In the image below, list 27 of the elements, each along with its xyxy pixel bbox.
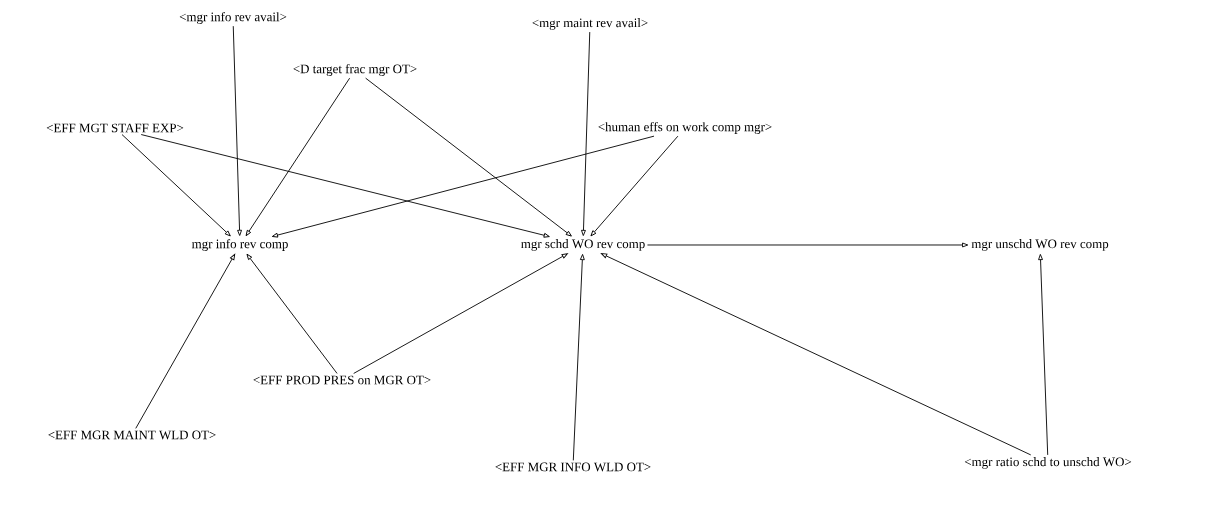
variable-label: <EFF PROD PRES on MGR OT>: [253, 375, 431, 385]
arrow: [590, 135, 679, 237]
arrow: [353, 253, 568, 374]
arrow: [646, 242, 969, 248]
variable-label: <EFF MGT STAFF EXP>: [46, 123, 184, 133]
variable-label: mgr info rev comp: [191, 239, 288, 251]
arrow: [572, 253, 585, 461]
arrow: [581, 31, 591, 236]
variable-label: <mgr maint rev avail>: [532, 18, 648, 30]
variable-label: <mgr info rev avail>: [179, 12, 287, 24]
variable-label: mgr unschd WO rev comp: [971, 239, 1109, 251]
variable-label: <mgr ratio schd to unschd WO>: [964, 457, 1132, 469]
arrow: [1038, 253, 1049, 456]
variable-label: <D target frac mgr OT>: [293, 64, 417, 76]
arrow: [271, 135, 655, 238]
arrow: [232, 25, 242, 236]
arrow: [245, 77, 351, 237]
arrow: [246, 253, 338, 374]
variable-label: <EFF MGR MAINT WLD OT>: [48, 430, 216, 440]
arrow: [140, 134, 550, 238]
variable-label: <EFF MGR INFO WLD OT>: [495, 462, 651, 472]
variable-label: mgr schd WO rev comp: [521, 239, 645, 251]
arrow: [365, 77, 572, 237]
arrow: [601, 253, 1032, 456]
arrow: [121, 134, 231, 237]
arrow: [135, 253, 236, 429]
variable-label: <human effs on work comp mgr>: [598, 122, 772, 134]
